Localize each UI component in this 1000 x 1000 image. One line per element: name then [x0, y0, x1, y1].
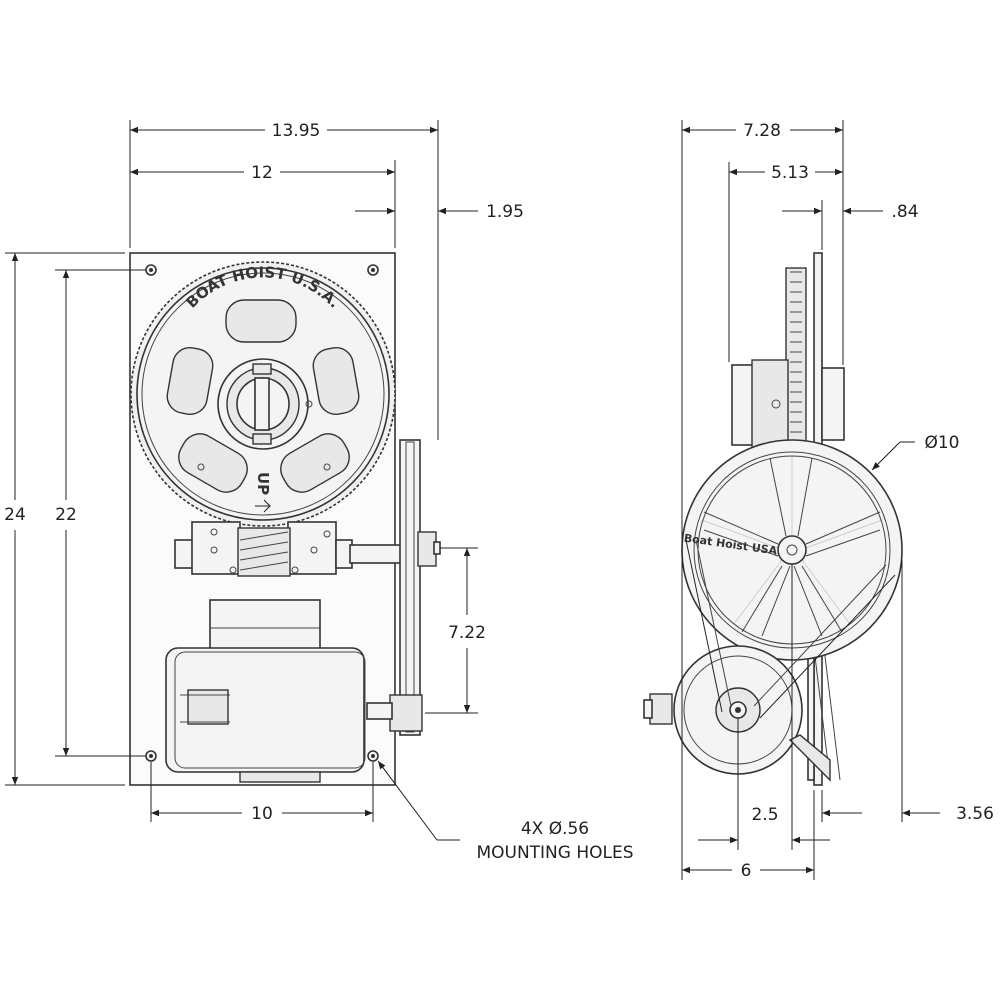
dim-motor-pulley: 2.5 — [751, 805, 778, 825]
dim-hole-width: 10 — [251, 804, 273, 824]
dim-pulley-spacing: 7.22 — [448, 623, 486, 643]
dim-motor-depth: 6 — [741, 861, 752, 881]
side-dimensions: 7.28 5.13 .84 Ø10 3.56 2.5 — [681, 120, 994, 881]
dim-hole-height: 22 — [55, 505, 77, 525]
dim-gear-depth: 5.13 — [771, 163, 809, 183]
front-view: BOAT HOIST U.S.A. UP — [4, 120, 634, 863]
dim-overall-height: 24 — [4, 505, 26, 525]
side-large-pulley: Boat Hoist USA — [681, 439, 903, 661]
front-pulley — [366, 439, 441, 736]
dim-base-depth: 3.56 — [956, 804, 994, 824]
belt — [685, 539, 896, 719]
dim-pulley-diameter: Ø10 — [924, 433, 959, 453]
mounting-holes — [145, 264, 379, 762]
mounting-note-line2: MOUNTING HOLES — [476, 843, 633, 863]
side-motor-pulley — [643, 645, 803, 775]
dim-overall-width: 13.95 — [272, 121, 321, 141]
dim-overall-depth: 7.28 — [743, 121, 781, 141]
dim-offset: 1.95 — [486, 202, 524, 222]
dim-plate-width: 12 — [251, 163, 273, 183]
worm-assembly — [174, 521, 406, 577]
worm-gear: BOAT HOIST U.S.A. UP — [130, 261, 396, 527]
side-hub — [731, 359, 845, 451]
dim-plate-offset: .84 — [891, 202, 918, 222]
side-view: Boat Hoist USA 7.28 — [643, 120, 994, 881]
motor — [165, 599, 366, 783]
up-label: UP — [254, 472, 272, 495]
mounting-note-line1: 4X Ø.56 — [521, 819, 589, 839]
front-dimensions: 13.95 12 1.95 24 22 — [4, 120, 634, 863]
